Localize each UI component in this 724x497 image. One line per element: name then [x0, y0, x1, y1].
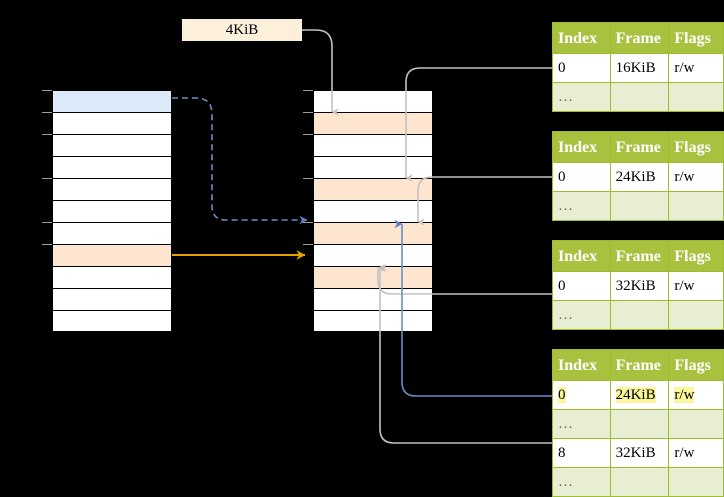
size-label-4kib: 4KiB [182, 19, 302, 41]
page-table-3-header-flags: Flags [668, 240, 724, 272]
highlight-mark: 24KiB [615, 386, 656, 403]
page-table-2-r1-frame [609, 191, 670, 221]
page-table-2-r1-index: … [552, 191, 611, 221]
vaddr-cell-row-3 [52, 156, 172, 178]
page-table-2-r0-frame: 24KiB [609, 162, 670, 192]
vaddr-cell-row-9 [52, 288, 172, 310]
left-tick-marks [42, 90, 52, 245]
phys-cell-row-6 [313, 222, 433, 244]
middle-tick-marks [303, 90, 313, 245]
phys-cell-row-4 [313, 178, 433, 200]
page-table-4-header-frame: Frame [609, 349, 670, 381]
highlight-mark: 0 [558, 386, 566, 403]
phys-cell-row-2 [313, 134, 433, 156]
page-table-4-header-flags: Flags [668, 349, 724, 381]
page-table-4-r2-index: 8 [552, 438, 611, 468]
vaddr-cell-row-1 [52, 112, 172, 134]
phys-cell-row-10 [313, 310, 433, 332]
page-table-3-r0-frame: 32KiB [609, 271, 670, 301]
page-table-4-r2-frame: 32KiB [609, 438, 670, 468]
physical-memory-column [313, 90, 433, 332]
page-table-4-row: … [552, 467, 724, 497]
page-table-2-header-frame: Frame [609, 131, 670, 163]
phys-cell-row-7 [313, 244, 433, 266]
page-table-1-header-frame: Frame [609, 22, 670, 54]
page-table-1-r1-frame [609, 82, 670, 112]
page-table-4-r3-index: … [552, 467, 611, 497]
page-table-1-r1-flags [668, 82, 724, 112]
wire-vaddr-dashed [172, 97, 308, 225]
page-table-4-r1-frame [609, 409, 670, 439]
page-table-1-r1-index: … [552, 82, 611, 112]
page-table-2-r0-index: 0 [552, 162, 611, 192]
phys-cell-row-8 [313, 266, 433, 288]
phys-cell-row-3 [313, 156, 433, 178]
phys-cell-row-0 [313, 90, 433, 112]
page-table-3-r0-flags: r/w [668, 271, 724, 301]
page-table-3-r1-index: … [552, 300, 611, 330]
page-table-4-row: … [552, 409, 724, 439]
page-table-4-header-index: Index [552, 349, 611, 381]
page-table-3-header-frame: Frame [609, 240, 670, 272]
vaddr-cell-row-2 [52, 134, 172, 156]
page-table-3-header-index: Index [552, 240, 611, 272]
wire-pt2-to-frame [417, 176, 552, 226]
page-table-1-row: … [552, 82, 724, 112]
page-table-1-header-index: Index [552, 22, 611, 54]
vaddr-cell-row-7 [52, 244, 172, 266]
page-table-4-r2-flags: r/w [668, 438, 724, 468]
highlight-mark: r/w [674, 386, 695, 403]
page-table-2-header-index: Index [552, 131, 611, 163]
page-table-2-r0-flags: r/w [668, 162, 724, 192]
page-table-4-r1-index: … [552, 409, 611, 439]
page-table-4-r0-frame: 24KiB [609, 380, 670, 410]
page-table-1-r0-index: 0 [552, 53, 611, 83]
page-table-3-r1-flags [668, 300, 724, 330]
page-table-1-header-flags: Flags [668, 22, 724, 54]
page-table-1-r0-flags: r/w [668, 53, 724, 83]
vaddr-cell-row-0 [52, 90, 172, 112]
phys-cell-row-1 [313, 112, 433, 134]
vaddr-cell-row-6 [52, 222, 172, 244]
vaddr-cell-row-5 [52, 200, 172, 222]
page-table-4-r3-frame [609, 467, 670, 497]
vaddr-cell-row-10 [52, 310, 172, 332]
page-table-4-r1-flags [668, 409, 724, 439]
phys-cell-row-9 [313, 288, 433, 310]
page-table-3-row: … [552, 300, 724, 330]
page-table-2-row: … [552, 191, 724, 221]
vaddr-cell-row-4 [52, 178, 172, 200]
page-table-4-row: 0 24KiB r/w [552, 380, 724, 410]
page-table-2-header-flags: Flags [668, 131, 724, 163]
page-table-3-r1-frame [609, 300, 670, 330]
page-table-3-r0-index: 0 [552, 271, 611, 301]
vaddr-cell-row-8 [52, 266, 172, 288]
page-table-4-r0-index: 0 [552, 380, 611, 410]
page-table-2-r1-flags [668, 191, 724, 221]
page-table-4-r0-flags: r/w [668, 380, 724, 410]
page-table-1-r0-frame: 16KiB [609, 53, 670, 83]
page-table-4-r3-flags [668, 467, 724, 497]
virtual-address-space-column [52, 90, 172, 332]
phys-cell-row-5 [313, 200, 433, 222]
